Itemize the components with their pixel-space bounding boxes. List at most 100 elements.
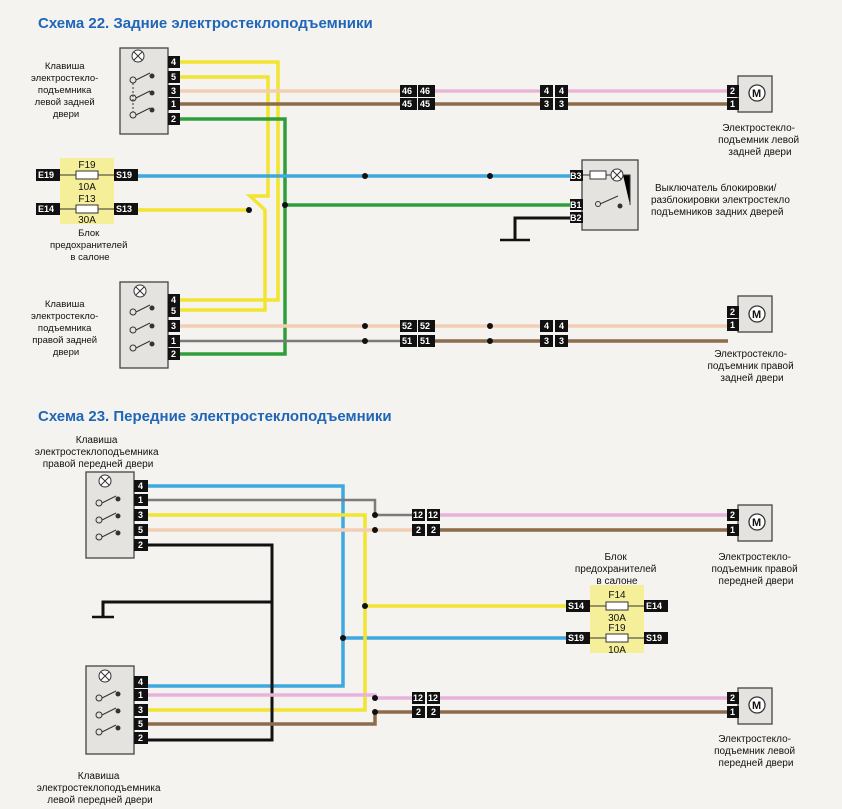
- svg-text:M: M: [752, 309, 761, 321]
- svg-text:45: 45: [402, 99, 412, 109]
- svg-text:5: 5: [171, 72, 176, 82]
- rear-right-motor-label: Электростекло- подъемник правой задней д…: [708, 349, 797, 384]
- svg-text:46: 46: [402, 86, 412, 96]
- svg-text:3: 3: [138, 510, 143, 520]
- svg-text:S13: S13: [116, 204, 132, 214]
- svg-text:52: 52: [420, 321, 430, 331]
- svg-text:M: M: [752, 700, 761, 712]
- svg-text:5: 5: [171, 306, 176, 316]
- svg-text:S14: S14: [568, 601, 584, 611]
- svg-text:3: 3: [171, 321, 176, 331]
- connector-52-51: 52 52 51 51: [400, 320, 435, 347]
- rear-left-switch-label: Клавиша электростекло- подъемника левой …: [31, 61, 101, 120]
- svg-text:E14: E14: [38, 204, 54, 214]
- svg-text:12: 12: [413, 510, 423, 520]
- schema-23-fuse-block-label: Блок предохранителей в салоне: [575, 552, 659, 587]
- svg-text:3: 3: [171, 86, 176, 96]
- svg-text:10A: 10A: [608, 645, 626, 656]
- svg-text:1: 1: [171, 336, 176, 346]
- front-left-switch-label: Клавиша электростеклоподъемника левой пе…: [37, 771, 164, 806]
- front-left-switch-pins: 4 1 3 5 2: [134, 676, 148, 744]
- svg-text:30A: 30A: [78, 215, 96, 226]
- front-right-switch: [85, 471, 135, 559]
- svg-text:30A: 30A: [608, 613, 626, 624]
- svg-text:S19: S19: [568, 633, 584, 643]
- svg-text:2: 2: [730, 307, 735, 317]
- svg-text:E19: E19: [38, 170, 54, 180]
- front-right-motor-label: Электростекло- подъемник правой передней…: [712, 552, 801, 587]
- svg-text:B2: B2: [570, 213, 582, 223]
- svg-text:F19: F19: [78, 160, 96, 171]
- svg-text:F13: F13: [78, 194, 96, 205]
- svg-text:2: 2: [730, 510, 735, 520]
- svg-text:2: 2: [416, 707, 421, 717]
- svg-text:51: 51: [420, 336, 430, 346]
- svg-text:1: 1: [730, 99, 735, 109]
- schema-22-junctions: [246, 173, 493, 344]
- front-left-motor: 2 1 M: [727, 687, 773, 725]
- rear-right-switch: [119, 281, 169, 369]
- lock-switch: B3 B1 B2: [570, 159, 639, 231]
- svg-text:1: 1: [730, 320, 735, 330]
- schema-22-fuse-block: E19 S19 E14 S13 F19 10A F13 30A: [36, 158, 138, 226]
- svg-text:12: 12: [428, 510, 438, 520]
- front-right-switch-label: Клавиша электростеклоподъемника правой п…: [35, 435, 162, 470]
- front-left-switch: [85, 665, 135, 755]
- schema-22-wires: [138, 60, 728, 356]
- svg-text:1: 1: [138, 690, 143, 700]
- rear-left-motor: 2 1 M: [727, 75, 773, 113]
- svg-text:2: 2: [730, 693, 735, 703]
- svg-text:F19: F19: [608, 623, 626, 634]
- svg-text:4: 4: [138, 481, 143, 491]
- svg-text:M: M: [752, 88, 761, 100]
- svg-text:5: 5: [138, 525, 143, 535]
- rear-right-switch-pins: 4 5 3 1 2: [168, 294, 180, 360]
- svg-text:E14: E14: [646, 601, 662, 611]
- svg-text:4: 4: [171, 295, 176, 305]
- svg-text:2: 2: [171, 114, 176, 124]
- schema-23-wires: [92, 484, 728, 742]
- schema-22-title: Схема 22. Задние электростеклоподъемники: [38, 15, 373, 32]
- svg-text:3: 3: [544, 99, 549, 109]
- svg-text:2: 2: [431, 525, 436, 535]
- svg-text:2: 2: [416, 525, 421, 535]
- svg-text:S19: S19: [116, 170, 132, 180]
- connector-4-3-lower: 4 4 3 3: [540, 320, 568, 347]
- svg-text:2: 2: [138, 540, 143, 550]
- svg-text:4: 4: [544, 321, 549, 331]
- svg-text:2: 2: [431, 707, 436, 717]
- svg-text:46: 46: [420, 86, 430, 96]
- svg-text:2: 2: [730, 86, 735, 96]
- rear-left-switch-pins: 4 5 3 1 2: [168, 56, 180, 125]
- svg-text:2: 2: [138, 733, 143, 743]
- svg-text:F14: F14: [608, 590, 626, 601]
- svg-text:3: 3: [559, 99, 564, 109]
- lock-switch-label: Выключатель блокировки/ разблокировки эл…: [651, 182, 793, 218]
- schema-23-fuse-block: S14 E14 S19 S19 F14 30A F19 10A: [566, 585, 668, 656]
- svg-text:51: 51: [402, 336, 412, 346]
- schema-22-fuse-block-label: Блок предохранителей в салоне: [50, 228, 130, 263]
- svg-text:3: 3: [544, 336, 549, 346]
- connector-12-2-lower: 12 12 2 2: [412, 692, 440, 718]
- rear-left-switch: [119, 47, 169, 135]
- svg-text:1: 1: [730, 525, 735, 535]
- svg-text:2: 2: [171, 349, 176, 359]
- svg-text:12: 12: [428, 693, 438, 703]
- front-right-switch-pins: 4 1 3 5 2: [134, 480, 148, 551]
- svg-text:52: 52: [402, 321, 412, 331]
- svg-text:4: 4: [559, 321, 564, 331]
- schema-23-junctions: [340, 512, 378, 715]
- svg-text:B1: B1: [570, 200, 582, 210]
- front-right-motor: 2 1 M: [727, 504, 773, 542]
- svg-text:4: 4: [559, 86, 564, 96]
- svg-text:S19: S19: [646, 633, 662, 643]
- svg-text:4: 4: [138, 677, 143, 687]
- front-left-motor-label: Электростекло- подъемник левой передней …: [714, 734, 798, 769]
- svg-text:3: 3: [138, 705, 143, 715]
- connector-12-2-upper: 12 12 2 2: [412, 509, 440, 536]
- svg-text:1: 1: [730, 707, 735, 717]
- rear-left-motor-label: Электростекло- подъемник левой задней дв…: [718, 123, 802, 158]
- rear-right-motor: 2 1 M: [727, 295, 773, 333]
- svg-text:12: 12: [413, 693, 423, 703]
